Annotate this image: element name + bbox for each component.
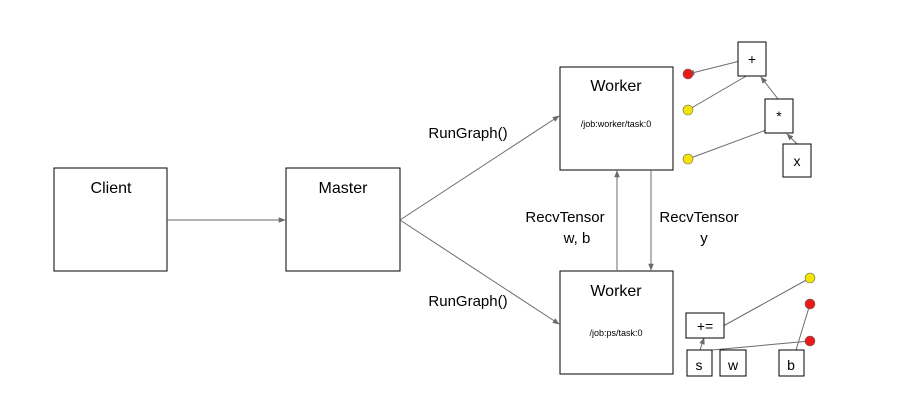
b-variable-label: b (787, 357, 795, 373)
plus-op-label: + (748, 51, 756, 67)
worker-top-subgraph: + * x (682, 41, 812, 178)
b-variable-node (778, 349, 805, 377)
worker-top-node: Worker /job:worker/task:0 (559, 66, 674, 171)
assign-add-op-node (685, 312, 725, 339)
red-tensor-dot (804, 298, 816, 310)
client-label: Client (91, 180, 132, 197)
client-node: Client (53, 167, 168, 272)
master-label: Master (319, 180, 369, 197)
worker-top-job: /job:worker/task:0 (581, 119, 652, 129)
yellow-to-mul-edge (687, 129, 767, 160)
recvtensor-left-tensors: w, b (563, 230, 591, 247)
mul-op-label: * (776, 108, 782, 124)
red-tensor-dot (804, 335, 816, 347)
worker-top-label: Worker (590, 78, 642, 95)
w-to-red-edge (711, 340, 811, 351)
master-to-worker-bottom-arrow (399, 219, 560, 325)
rungraph-bottom-label: RunGraph() (428, 293, 507, 310)
assign-to-yellow-edge (715, 277, 811, 331)
w-variable-node (719, 349, 747, 377)
recvtensor-right-label: RecvTensor (659, 209, 738, 226)
s-variable-node (686, 349, 713, 377)
s-variable-label: s (696, 357, 703, 373)
assign-add-op-label: += (697, 318, 713, 334)
x-input-label: x (794, 153, 801, 169)
red-tensor-dot (682, 68, 694, 80)
recvtensor-right-tensors: y (700, 230, 708, 247)
s-to-assign-edge (699, 337, 705, 351)
yellow-tensor-dot (804, 272, 816, 284)
plus-op-node (737, 41, 767, 77)
mul-to-plus-input-edge (687, 74, 749, 111)
worker-bottom-node: Worker /job:ps/task:0 (559, 270, 674, 375)
w-variable-label: w (727, 357, 739, 373)
x-input-node (782, 143, 812, 178)
yellow-tensor-dot (682, 153, 694, 165)
recvtensor-left-label: RecvTensor (525, 209, 604, 226)
mul-op-node (764, 98, 794, 134)
mul-to-plus-edge (760, 76, 779, 100)
worker-bottom-label: Worker (590, 283, 642, 300)
worker-bottom-job: /job:ps/task:0 (589, 328, 642, 338)
x-to-mul-edge (786, 133, 798, 145)
yellow-tensor-dot (682, 104, 694, 116)
master-node: Master (285, 167, 401, 272)
rungraph-top-label: RunGraph() (428, 125, 507, 142)
worker-bottom-subgraph: += s w b (685, 272, 816, 377)
master-to-worker-top-arrow (399, 115, 560, 221)
